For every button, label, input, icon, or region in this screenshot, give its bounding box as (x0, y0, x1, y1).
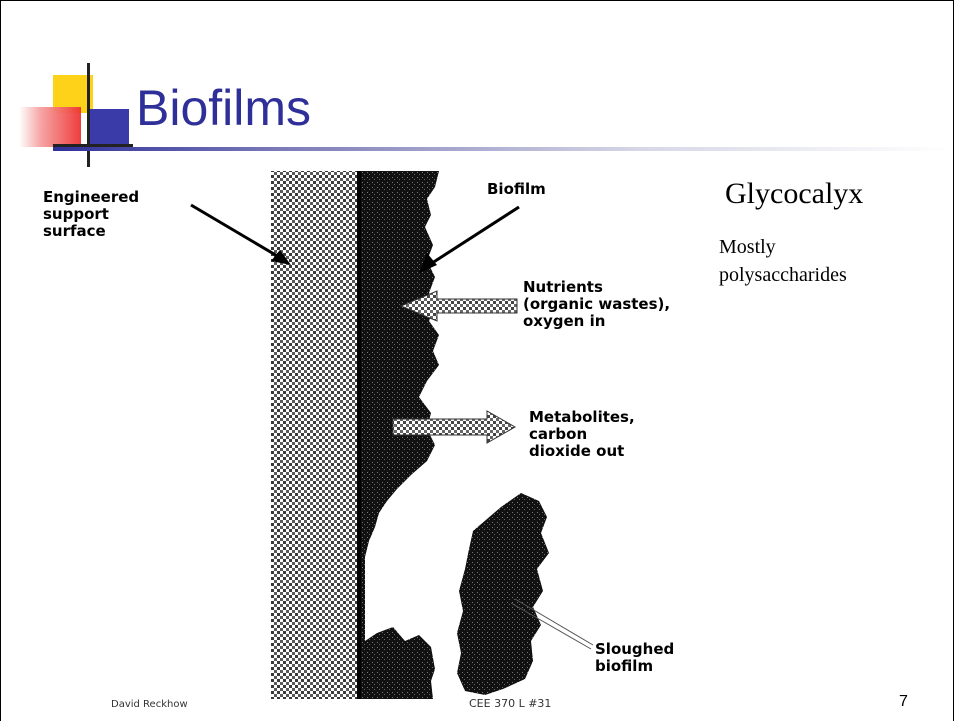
sloughed-label-line-1: Sloughed (595, 641, 674, 658)
glycocalyx-note-line-2: polysaccharides (719, 261, 847, 289)
metabolites-label: Metabolites, carbon dioxide out (529, 409, 635, 460)
support-label-line-2: support (43, 206, 139, 223)
support-label-line-1: Engineered (43, 189, 139, 206)
nutrients-label-line-2: (organic wastes), (523, 296, 670, 313)
glycocalyx-note-line-1: Mostly (719, 233, 847, 261)
support-pointer-shaft (191, 205, 279, 257)
biofilm-pointer-shaft (429, 207, 519, 265)
metabolites-label-line-3: dioxide out (529, 443, 635, 460)
footer-author: David Reckhow (111, 699, 188, 710)
support-label-line-3: surface (43, 223, 139, 240)
metabolites-label-line-2: carbon (529, 426, 635, 443)
page-number: 7 (899, 693, 908, 711)
sloughed-fragment (457, 493, 549, 695)
biofilm-label: Biofilm (487, 181, 546, 198)
support-surface (271, 171, 359, 699)
glycocalyx-heading: Glycocalyx (725, 177, 863, 211)
sloughed-label: Sloughed biofilm (595, 641, 674, 675)
nutrients-label: Nutrients (organic wastes), oxygen in (523, 279, 670, 330)
nutrients-label-line-3: oxygen in (523, 313, 670, 330)
metabolites-label-line-1: Metabolites, (529, 409, 635, 426)
glycocalyx-note: Mostly polysaccharides (719, 233, 847, 289)
support-surface-label: Engineered support surface (43, 189, 139, 240)
nutrients-label-line-1: Nutrients (523, 279, 670, 296)
footer-course: CEE 370 L #31 (469, 697, 551, 710)
sloughed-label-line-2: biofilm (595, 658, 674, 675)
